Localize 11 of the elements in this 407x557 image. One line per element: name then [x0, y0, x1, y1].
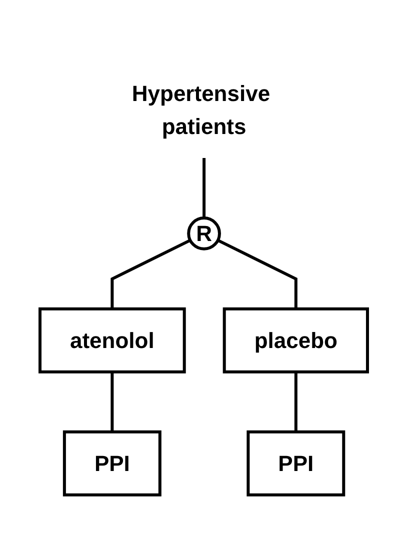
node-box: placebo: [222, 307, 369, 374]
connector: [294, 372, 298, 432]
connector: [216, 239, 298, 309]
connector: [110, 239, 191, 309]
connector: [110, 372, 114, 432]
node-box: PPI: [62, 430, 162, 496]
node-circle: R: [186, 216, 221, 250]
node-text: Hypertensive patients: [132, 81, 270, 140]
connector: [202, 158, 206, 218]
node-box: atenolol: [38, 307, 186, 374]
node-box: PPI: [246, 430, 345, 496]
